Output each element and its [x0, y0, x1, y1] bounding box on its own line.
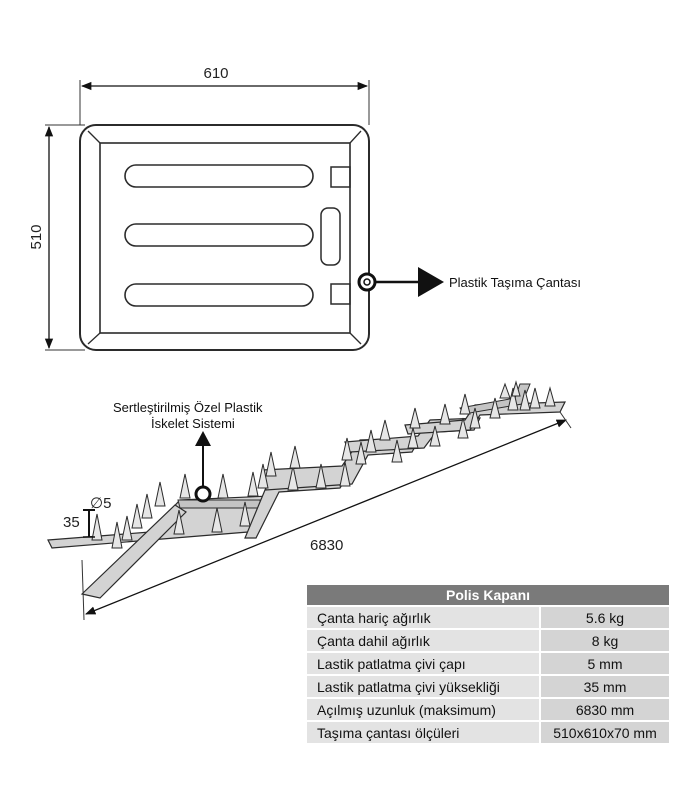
spike — [439, 403, 451, 425]
bag-slot — [124, 283, 314, 307]
spec-value: 8 kg — [539, 628, 669, 651]
spike — [529, 387, 541, 409]
spec-value: 510x610x70 mm — [539, 720, 669, 743]
spike — [507, 387, 519, 411]
spike — [217, 473, 229, 499]
table-row: Açılmış uzunluk (maksimum) 6830 mm — [307, 697, 669, 720]
spec-label: Taşıma çantası ölçüleri — [307, 720, 539, 743]
spec-label: Çanta hariç ağırlık — [307, 605, 539, 628]
spike — [544, 386, 556, 407]
spec-label: Açılmış uzunluk (maksimum) — [307, 697, 539, 720]
spec-label: Lastik patlatma çivi çapı — [307, 651, 539, 674]
spec-value: 5 mm — [539, 651, 669, 674]
spike-height-label: 35 — [63, 514, 80, 531]
bag-latch — [330, 166, 351, 188]
skeleton-callout-line2: İskelet Sistemi — [151, 416, 235, 431]
spike — [499, 382, 511, 399]
bag-callout-arrow-icon — [418, 267, 444, 297]
spec-table-title: Polis Kapanı — [307, 585, 669, 605]
bag-inner-panel — [99, 142, 351, 334]
spike — [247, 471, 259, 497]
carrying-bag-drawing: 610 510 Plastik Taşıma Çantası — [28, 65, 581, 351]
spike — [91, 513, 103, 541]
table-row: Çanta dahil ağırlık 8 kg — [307, 628, 669, 651]
spike — [179, 473, 191, 499]
spec-value: 6830 mm — [539, 697, 669, 720]
spike — [154, 481, 166, 507]
skeleton-callout-marker — [194, 485, 212, 503]
bag-latch — [330, 283, 351, 305]
skeleton-strip — [177, 499, 263, 509]
skeleton-callout-arrow-icon — [195, 431, 211, 446]
bag-slot — [124, 164, 314, 188]
length-dimension-line — [85, 419, 567, 615]
spike — [511, 380, 521, 397]
skeleton-callout-line1: Sertleştirilmiş Özel Plastik — [113, 400, 263, 415]
table-row: Lastik patlatma çivi çapı 5 mm — [307, 651, 669, 674]
bag-slot — [124, 223, 314, 247]
table-row: Taşıma çantası ölçüleri 510x610x70 mm — [307, 720, 669, 743]
height-dimension-label: 510 — [28, 224, 45, 249]
spec-label: Lastik patlatma çivi yüksekliği — [307, 674, 539, 697]
table-row: Çanta hariç ağırlık 5.6 kg — [307, 605, 669, 628]
spec-value: 5.6 kg — [539, 605, 669, 628]
spike — [265, 451, 277, 477]
spike-strip-drawing: Sertleştirilmiş Özel Plastik İskelet Sis… — [47, 380, 572, 621]
table-row: Lastik patlatma çivi yüksekliği 35 mm — [307, 674, 669, 697]
spike — [519, 389, 531, 411]
width-dimension-label: 610 — [203, 65, 228, 82]
spec-table: Polis Kapanı Çanta hariç ağırlık 5.6 kg … — [307, 585, 669, 743]
spike — [141, 493, 153, 519]
spike-diameter-label: ∅5 — [90, 495, 111, 512]
length-dimension-label: 6830 — [310, 537, 343, 554]
spike — [379, 419, 391, 441]
spec-value: 35 mm — [539, 674, 669, 697]
spike — [131, 503, 143, 529]
bag-handle-slot — [320, 207, 341, 266]
bag-callout-label: Plastik Taşıma Çantası — [449, 275, 581, 290]
spike — [489, 397, 501, 419]
spec-label: Çanta dahil ağırlık — [307, 628, 539, 651]
spike — [121, 515, 133, 541]
spike — [459, 393, 471, 415]
spike — [289, 445, 301, 469]
spike — [409, 407, 421, 429]
